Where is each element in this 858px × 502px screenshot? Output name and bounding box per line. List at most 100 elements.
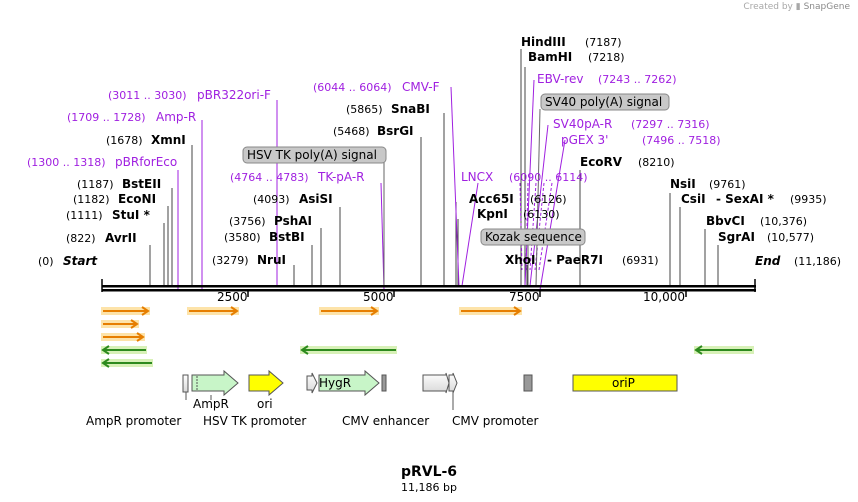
- left-enzymes: (822) AvrII (1111) StuI * (1182) EcoNI (…: [66, 102, 430, 267]
- right-enzymes: HindIII (7187) BamHI (7218) Acc65I (6126…: [469, 35, 827, 267]
- ampr-feature: [191, 369, 239, 400]
- primer-label: pGEX 3': [561, 133, 608, 147]
- enzyme-position: (5865): [346, 103, 383, 116]
- primer-range: (1300 .. 1318): [27, 156, 106, 169]
- ruler-label: 10,000: [643, 290, 685, 304]
- credit-brand: SnapGene: [803, 2, 850, 12]
- enzyme-position: (9935): [790, 193, 827, 206]
- feature-box-label: Kozak sequence: [485, 230, 582, 244]
- feature-box-label: HSV TK poly(A) signal: [247, 148, 377, 162]
- feature-box: [242, 146, 387, 164]
- start-label: Start: [63, 254, 98, 268]
- feature-box-lines: [383, 108, 541, 287]
- ruler-label: 7500: [509, 290, 540, 304]
- enzyme-position: (3756): [229, 215, 266, 228]
- enzyme-position: (4093): [253, 193, 290, 206]
- hsv-tk-promoter-feature: [306, 372, 318, 394]
- start-position: (0): [38, 255, 54, 268]
- enzyme-label: NsiI: [670, 177, 696, 191]
- enzyme-label: BamHI: [528, 50, 572, 64]
- primer-label: TK-pA-R: [317, 170, 365, 184]
- enzyme-position: (6931): [622, 254, 659, 267]
- primer-label: EBV-rev: [537, 72, 583, 86]
- forward-arrow: [101, 332, 145, 342]
- hsv-tk-polya-feature: [381, 374, 387, 392]
- hygr-feature: [318, 369, 380, 397]
- enzyme-lines: [149, 49, 719, 286]
- enzyme-label: BstEII: [122, 177, 161, 191]
- ruler-label: 2500: [217, 290, 248, 304]
- primer-range: (7496 .. 7518): [642, 134, 721, 147]
- reverse-arrow: [101, 358, 153, 368]
- enzyme-label: SnaBI: [391, 102, 430, 116]
- primer-label: CMV-F: [402, 80, 440, 94]
- reverse-arrow: [101, 345, 147, 355]
- snapgene-credit: Created by ▮ SnapGene: [743, 2, 850, 12]
- cmv-enhancer-feature: [422, 372, 450, 394]
- enzyme-position: (6130): [523, 208, 560, 221]
- ori-feature: [248, 369, 284, 397]
- primer-range: (7243 .. 7262): [598, 73, 677, 86]
- enzyme-label: BsrGI: [377, 124, 414, 138]
- primer-label: SV40pA-R: [553, 117, 612, 131]
- snapgene-logo-icon: ▮: [795, 2, 801, 12]
- ampr-label: AmpR: [193, 397, 229, 411]
- forward-arrow: [101, 319, 139, 329]
- primer-range: (1709 .. 1728): [67, 111, 146, 124]
- ampr-promoter-feature: [182, 374, 189, 400]
- enzyme-position: (10,577): [767, 231, 814, 244]
- enzyme-label: CsiI: [681, 192, 706, 206]
- enzyme-label: XmnI: [151, 133, 186, 147]
- enzyme-label: - PaeR7I: [547, 253, 603, 267]
- enzyme-label: SgrAI: [718, 230, 755, 244]
- end-position: (11,186): [794, 255, 841, 268]
- primer-range: (3011 .. 3030): [108, 89, 187, 102]
- primer-label: pBRforEco: [115, 155, 177, 169]
- enzyme-label: - SexAI *: [716, 192, 775, 206]
- orip-label: oriP: [612, 376, 635, 390]
- feature-boxes: HSV TK poly(A) signal SV40 poly(A) signa…: [242, 93, 670, 246]
- primer-range: (4764 .. 4783): [230, 171, 309, 184]
- enzyme-label: EcoNI: [118, 192, 156, 206]
- cmv-promoter-label: CMV promoter: [452, 414, 539, 428]
- end-label: End: [755, 254, 781, 268]
- reverse-arrow: [300, 345, 397, 355]
- enzyme-position: (1182): [73, 193, 110, 206]
- primer-arrows: [101, 306, 754, 368]
- enzyme-position: (9761): [709, 178, 746, 191]
- feature-box: [540, 93, 670, 111]
- ampr-promoter-label: AmpR promoter: [86, 414, 181, 428]
- primer-range: (7297 .. 7316): [631, 118, 710, 131]
- enzyme-position: (6126): [530, 193, 567, 206]
- forward-arrow: [101, 306, 150, 316]
- enzyme-position: (1111): [66, 209, 103, 222]
- primer-label: Amp-R: [156, 110, 196, 124]
- plasmid-name: pRVL-6: [401, 464, 457, 480]
- feature-box-label: SV40 poly(A) signal: [545, 95, 662, 109]
- enzyme-position: (5468): [333, 125, 370, 138]
- primer-label: pBR322ori-F: [197, 88, 271, 102]
- forward-arrow: [187, 306, 239, 316]
- enzyme-position: (7187): [585, 36, 622, 49]
- enzyme-label: HindIII: [521, 35, 566, 49]
- hygr-label: HygR: [319, 376, 351, 390]
- sv40-polya-feature: [523, 374, 533, 392]
- hsv-tk-promoter-label: HSV TK promoter: [203, 414, 306, 428]
- enzyme-label: AsiSI: [299, 192, 333, 206]
- primer-labels: (1300 .. 1318) pBRforEco (1709 .. 1728) …: [27, 72, 721, 184]
- backbone: [101, 279, 756, 292]
- primer-range: (6044 .. 6064): [313, 81, 392, 94]
- feature-box: [480, 228, 586, 246]
- cmv-promoter-feature: [448, 372, 458, 410]
- enzyme-label: XhoI: [505, 253, 536, 267]
- enzyme-position: (8210): [638, 156, 675, 169]
- primer-lines: [177, 79, 566, 291]
- enzyme-position: (3279): [212, 254, 249, 267]
- cmv-enhancer-label: CMV enhancer: [342, 414, 429, 428]
- forward-arrow: [319, 306, 379, 316]
- enzyme-label: PshAI: [274, 214, 312, 228]
- ruler: 2500 5000 7500 10,000: [217, 290, 687, 304]
- enzyme-label: AvrII: [105, 231, 137, 245]
- enzyme-label: BstBI: [269, 230, 305, 244]
